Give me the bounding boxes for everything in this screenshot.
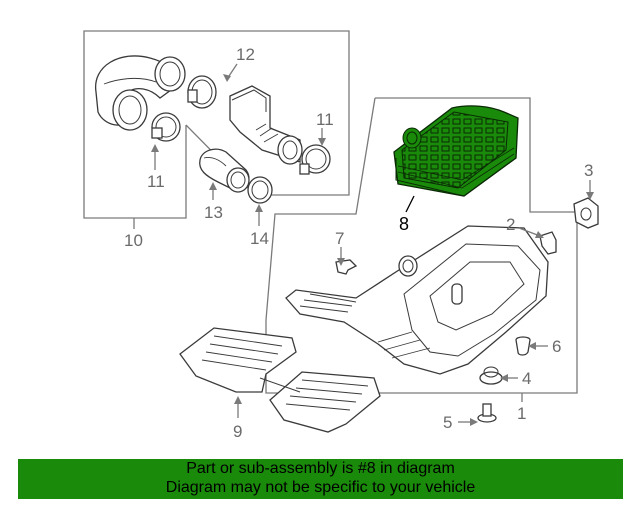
bracket-7: [335, 259, 358, 275]
footer-banner: Part or sub-assembly is #8 in diagram Di…: [18, 459, 623, 499]
air-filter-element-8: [393, 105, 519, 197]
callout-12: 12: [236, 45, 255, 64]
footer-line-1: Part or sub-assembly is #8 in diagram: [186, 460, 455, 477]
inlet-duct-9: [179, 327, 381, 433]
callout-11-right: 11: [316, 110, 334, 129]
callout-3: 3: [584, 161, 593, 180]
group-1-outline: [265, 97, 578, 394]
callout-8: 8: [399, 214, 409, 234]
clip-2: [539, 231, 557, 255]
footer-line-2: Diagram may not be specific to your vehi…: [165, 479, 476, 496]
leader-lines: [151, 63, 594, 426]
callout-5: 5: [443, 413, 452, 432]
callout-10: 10: [124, 231, 143, 250]
callout-2: 2: [506, 215, 515, 234]
callout-14: 14: [250, 229, 269, 248]
callout-7: 7: [335, 229, 344, 248]
callout-13: 13: [204, 203, 223, 222]
clamp-11-left: [151, 112, 181, 142]
clamp-12: [187, 75, 217, 109]
callout-11-left: 11: [147, 172, 165, 191]
sleeve-13: [199, 148, 250, 193]
ring-14: [247, 176, 273, 204]
callout-1: 1: [517, 404, 526, 423]
leader-8: [405, 195, 415, 213]
mount-4: [479, 366, 503, 385]
intake-duct: [95, 55, 186, 131]
callout-9: 9: [233, 422, 242, 441]
maf-housing: [229, 85, 303, 165]
airbox-lower-1: [285, 225, 549, 375]
cap-6: [515, 336, 531, 356]
grommet-3: [573, 197, 599, 229]
clamp-11-right: [299, 144, 331, 175]
bolt-5: [477, 403, 497, 423]
callout-6: 6: [552, 337, 561, 356]
callout-4: 4: [522, 369, 531, 388]
